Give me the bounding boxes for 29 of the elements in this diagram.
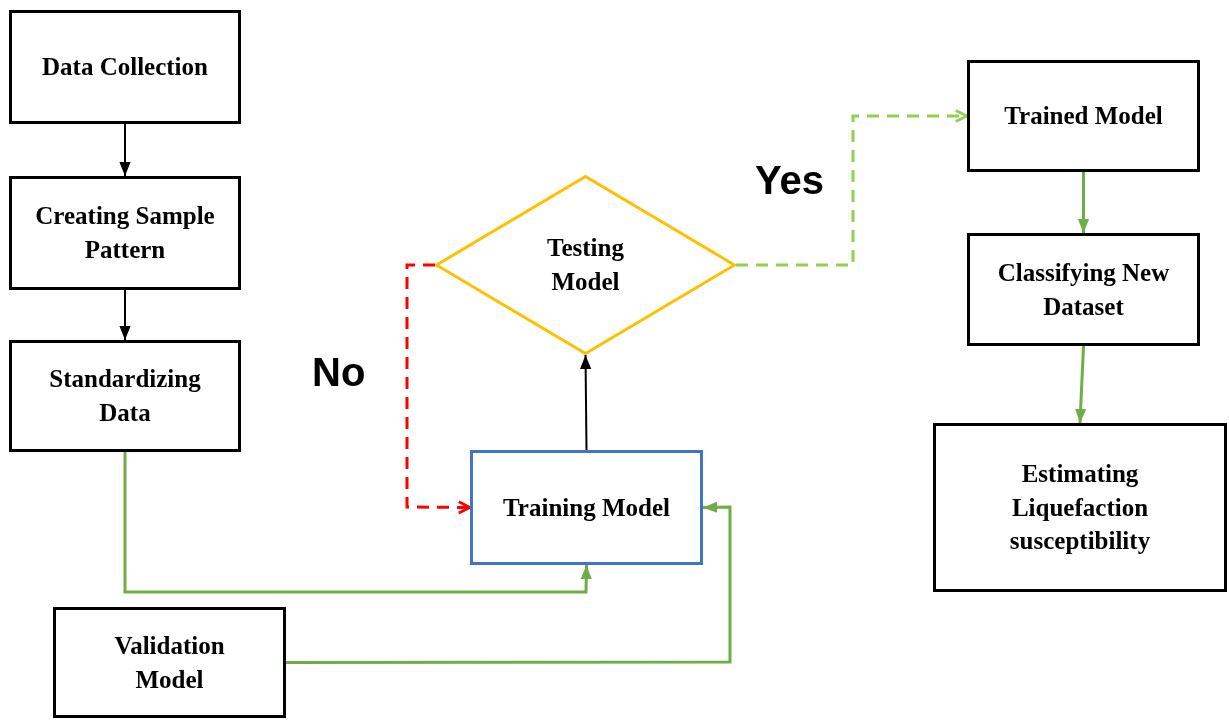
node-text: Data Collection — [41, 52, 209, 83]
arrow — [580, 354, 592, 451]
process-box — [9, 340, 241, 452]
edge-label: No — [312, 352, 366, 392]
arrow — [286, 501, 732, 664]
process-box — [967, 233, 1200, 346]
arrow — [1075, 345, 1087, 424]
node-text: Estimating Liquefaction susceptibility — [1008, 458, 1152, 557]
arrow — [119, 123, 131, 177]
node-text: Trained Model — [1003, 101, 1164, 132]
edge-label: Yes — [755, 160, 824, 200]
arrow — [405, 263, 472, 515]
process-box — [470, 450, 703, 565]
arrow — [123, 452, 592, 594]
arrow — [736, 109, 969, 267]
process-box — [967, 60, 1200, 172]
node-text: Classifying New Dataset — [996, 257, 1171, 322]
node-text: Creating Sample Pattern — [34, 201, 216, 265]
arrow — [119, 289, 131, 341]
process-box — [933, 423, 1227, 592]
node-text: Testing Model — [546, 233, 625, 297]
node-text: Validation Model — [113, 630, 226, 695]
process-box — [9, 10, 241, 124]
process-box — [53, 607, 286, 718]
node-text: Standardizing Data — [48, 364, 202, 428]
decision-diamond — [435, 175, 736, 355]
arrow — [1077, 172, 1090, 233]
process-box — [9, 176, 241, 290]
node-text: Training Model — [502, 492, 671, 523]
